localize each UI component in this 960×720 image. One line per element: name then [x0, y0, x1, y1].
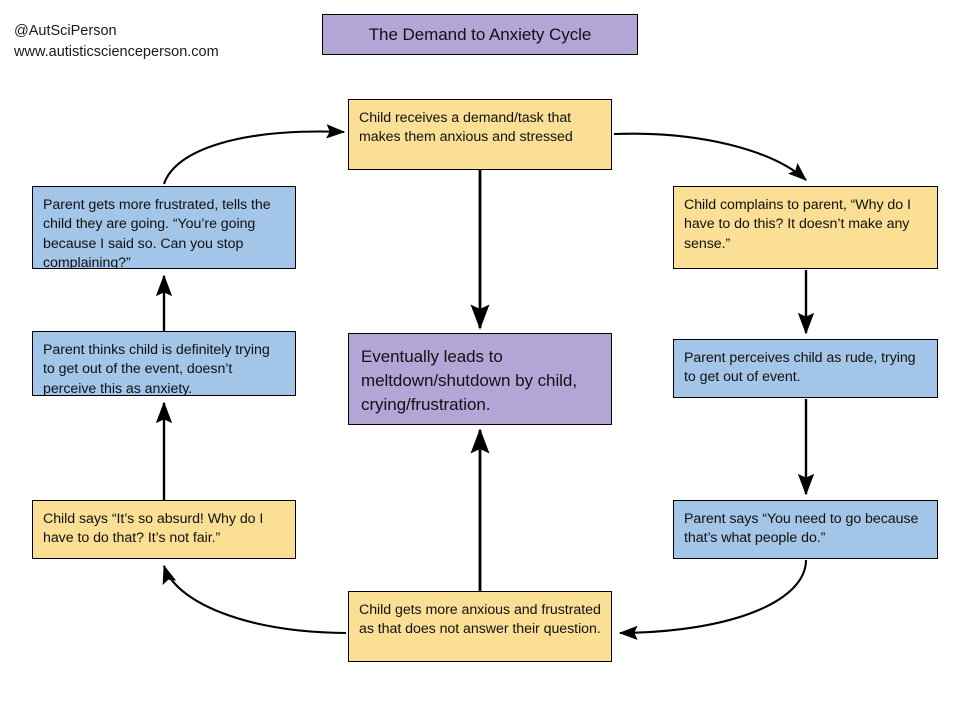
- node-parent-thinks-avoidance[interactable]: Parent thinks child is definitely trying…: [32, 331, 296, 396]
- node-child-receives-demand[interactable]: Child receives a demand/task that makes …: [348, 99, 612, 170]
- node-parent-says-you-need-to-go[interactable]: Parent says “You need to go because that…: [673, 500, 938, 559]
- node-child-complains[interactable]: Child complains to parent, “Why do I hav…: [673, 186, 938, 269]
- edge-demand-to-complain: [613, 132, 807, 181]
- node-child-says-absurd[interactable]: Child says “It’s so absurd! Why do I hav…: [32, 500, 296, 559]
- edge-frustrated-to-demand: [163, 124, 346, 185]
- edge-parent-says-to-anxious: [618, 559, 808, 640]
- author-handle: @AutSciPerson: [14, 23, 117, 39]
- node-parent-perceives-rude[interactable]: Parent perceives child as rude, trying t…: [673, 339, 938, 398]
- node-child-more-anxious[interactable]: Child gets more anxious and frustrated a…: [348, 591, 612, 662]
- author-website: www.autisticscienceperson.com: [14, 44, 219, 60]
- node-meltdown-outcome[interactable]: Eventually leads to meltdown/shutdown by…: [348, 333, 612, 425]
- diagram-title: The Demand to Anxiety Cycle: [322, 14, 638, 55]
- node-parent-more-frustrated[interactable]: Parent gets more frustrated, tells the c…: [32, 186, 296, 269]
- edge-anxious-to-absurd: [162, 564, 347, 635]
- diagram-title-text: The Demand to Anxiety Cycle: [368, 24, 592, 44]
